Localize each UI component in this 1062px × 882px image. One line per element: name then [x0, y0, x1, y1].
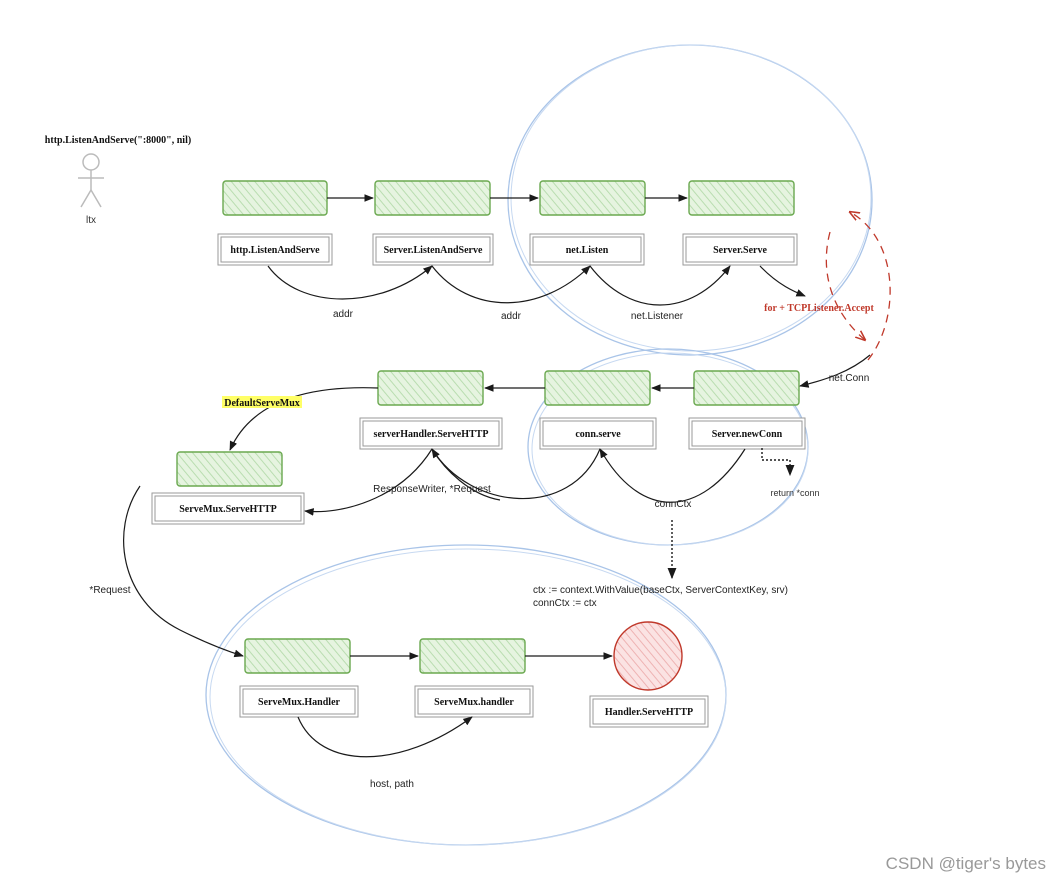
label-boxes [151, 233, 806, 728]
green-box-3 [539, 180, 646, 216]
node-serverhandler-servehttp[interactable]: serverHandler.ServeHTTP [374, 429, 489, 440]
green-box-9 [244, 638, 351, 674]
node-net-listen[interactable]: net.Listen [566, 245, 609, 256]
green-box-5 [693, 370, 800, 406]
node-handler-servehttp[interactable]: Handler.ServeHTTP [605, 707, 693, 718]
watermark: CSDN @tiger's bytes [886, 854, 1046, 873]
green-box-10 [419, 638, 526, 674]
edge-label-connctx: connCtx [655, 499, 692, 510]
green-box-2 [374, 180, 491, 216]
edge-label-return-conn: return *conn [770, 488, 819, 498]
actor-name: ltx [86, 215, 96, 226]
actor-figure [78, 153, 104, 208]
group-ellipses [205, 44, 873, 846]
edge-label-request: *Request [89, 585, 130, 596]
actor-caption: http.ListenAndServe(":8000", nil) [45, 135, 191, 146]
edge-label-accept: for + TCPListener.Accept [764, 303, 874, 314]
edge-label-net-conn: net.Conn [829, 373, 870, 384]
node-servemux-handler[interactable]: ServeMux.Handler [258, 697, 340, 708]
node-conn-serve[interactable]: conn.serve [575, 429, 621, 440]
edge-label-net-listener: net.Listener [631, 311, 684, 322]
edge-label-default-mux: DefaultServeMux [224, 398, 300, 409]
green-box-6 [544, 370, 651, 406]
node-http-listenandserve[interactable]: http.ListenAndServe [230, 245, 320, 256]
edge-label-addr-2: addr [501, 311, 522, 322]
green-box-4 [688, 180, 795, 216]
green-box-1 [222, 180, 328, 216]
node-server-listenandserve[interactable]: Server.ListenAndServe [384, 245, 483, 256]
arrows [123, 194, 871, 758]
code-note-line-2: connCtx := ctx [533, 598, 597, 609]
accept-loop-arrow [850, 212, 891, 361]
edge-label-host-path: host, path [370, 779, 414, 790]
green-box-8 [176, 451, 283, 487]
edge-label-rw-request: ResponseWriter, *Request [373, 484, 491, 495]
green-box-7 [377, 370, 484, 406]
red-circle [613, 621, 683, 691]
green-boxes [176, 180, 800, 674]
node-server-newconn[interactable]: Server.newConn [712, 429, 783, 440]
node-servemux-servehttp[interactable]: ServeMux.ServeHTTP [179, 504, 276, 515]
code-note-line-1: ctx := context.WithValue(baseCtx, Server… [533, 585, 788, 596]
node-servemux-handler-lower[interactable]: ServeMux.handler [434, 697, 514, 708]
edge-label-addr-1: addr [333, 309, 354, 320]
node-server-serve[interactable]: Server.Serve [713, 245, 767, 256]
default-mux-highlight [222, 396, 302, 408]
